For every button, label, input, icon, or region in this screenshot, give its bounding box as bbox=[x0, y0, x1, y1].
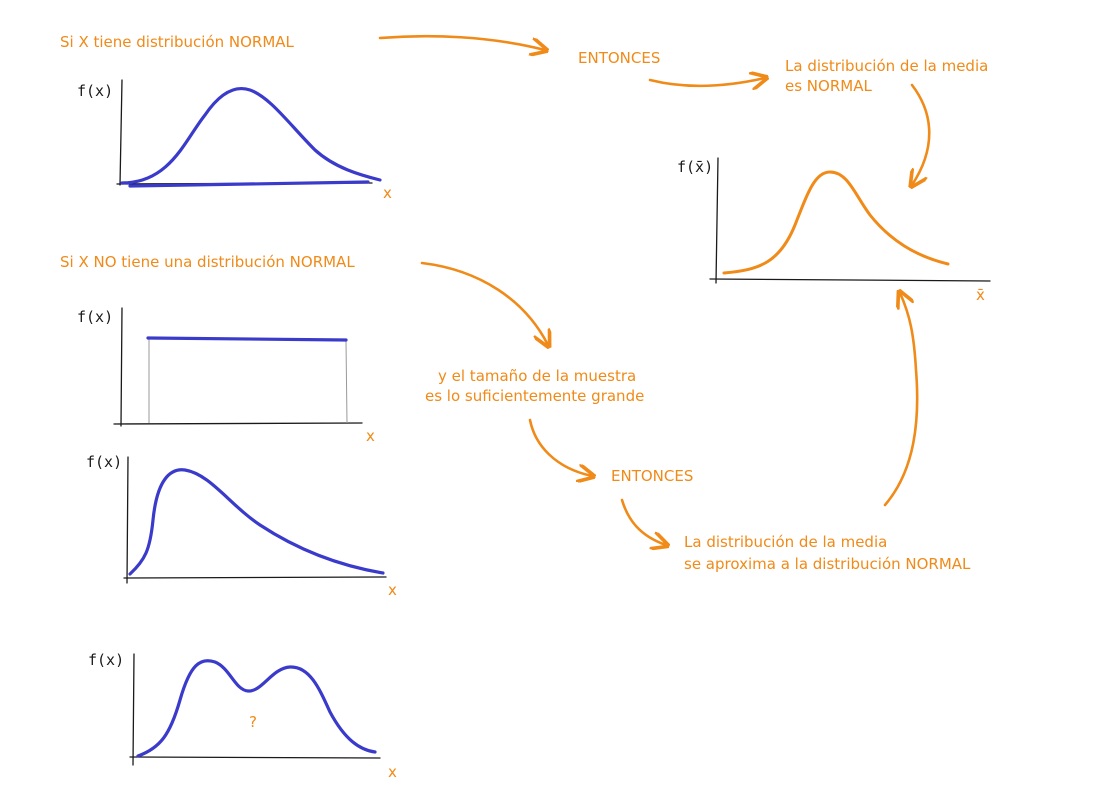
graph-mean-ylabel: f(x̄) bbox=[677, 158, 713, 176]
condition-normal-text: Si X tiene distribución NORMAL bbox=[60, 33, 295, 51]
graph-skewed: f(x) x bbox=[86, 453, 397, 599]
then-text-bottom: ENTONCES bbox=[611, 467, 693, 485]
graph-normal-baseline bbox=[128, 180, 370, 188]
arrow-result-to-meangraph bbox=[912, 83, 931, 185]
graph-skewed-ylabel: f(x) bbox=[86, 453, 122, 471]
arrow-condition-to-samplesize bbox=[420, 261, 548, 345]
graph-skewed-curve bbox=[128, 468, 385, 576]
arrow-approx-to-meangraph bbox=[883, 293, 919, 507]
graph-mean-curve bbox=[722, 170, 950, 275]
graph-mean-yaxis bbox=[715, 157, 719, 284]
graph-mean-xaxis bbox=[709, 278, 991, 282]
arrow-then-to-approx bbox=[620, 498, 666, 545]
graph-normal-yaxis bbox=[119, 79, 123, 186]
graph-normal-ylabel: f(x) bbox=[77, 82, 113, 100]
graph-bimodal-xaxis bbox=[129, 756, 381, 759]
graph-skewed-xaxis bbox=[123, 576, 387, 579]
result-normal-line2: es NORMAL bbox=[785, 77, 872, 95]
then-text-top: ENTONCES bbox=[578, 49, 660, 67]
graph-bimodal-question-mark: ? bbox=[249, 713, 257, 731]
graph-skewed-xlabel: x bbox=[388, 581, 397, 599]
graph-uniform-yaxis bbox=[120, 307, 123, 427]
arrow-then-to-result bbox=[648, 78, 765, 86]
graph-bimodal-curve bbox=[136, 659, 377, 758]
graph-mean-xlabel: x̄ bbox=[976, 286, 985, 304]
graph-uniform-xlabel: x bbox=[366, 427, 375, 445]
graph-bimodal: f(x) x ? bbox=[88, 651, 397, 781]
condition-not-normal-text: Si X NO tiene una distribución NORMAL bbox=[60, 253, 355, 271]
graph-bimodal-xlabel: x bbox=[388, 763, 397, 781]
sample-size-line1: y el tamaño de la muestra bbox=[438, 367, 636, 385]
graph-bimodal-yaxis bbox=[132, 653, 135, 766]
graph-uniform: f(x) x bbox=[77, 307, 375, 445]
graph-uniform-right-edge bbox=[345, 340, 348, 424]
result-approx-line1: La distribución de la media bbox=[684, 533, 887, 551]
graph-normal-xlabel: x bbox=[383, 184, 392, 202]
arrow-condition-to-then bbox=[378, 34, 545, 50]
result-approx-line2: se aproxima a la distribución NORMAL bbox=[684, 555, 971, 573]
arrow-samplesize-to-then bbox=[528, 418, 592, 476]
result-normal-line1: La distribución de la media bbox=[785, 57, 988, 75]
graph-bimodal-ylabel: f(x) bbox=[88, 651, 124, 669]
graph-uniform-ylabel: f(x) bbox=[77, 308, 113, 326]
graph-mean-dist: f(x̄) x̄ bbox=[677, 157, 991, 304]
graph-normal-curve bbox=[120, 87, 382, 185]
graph-uniform-xaxis bbox=[113, 422, 363, 425]
sample-size-line2: es lo suficientemente grande bbox=[425, 387, 644, 405]
graph-skewed-yaxis bbox=[126, 456, 129, 584]
graph-normal: f(x) x bbox=[77, 79, 392, 202]
graph-uniform-curve bbox=[146, 336, 348, 342]
